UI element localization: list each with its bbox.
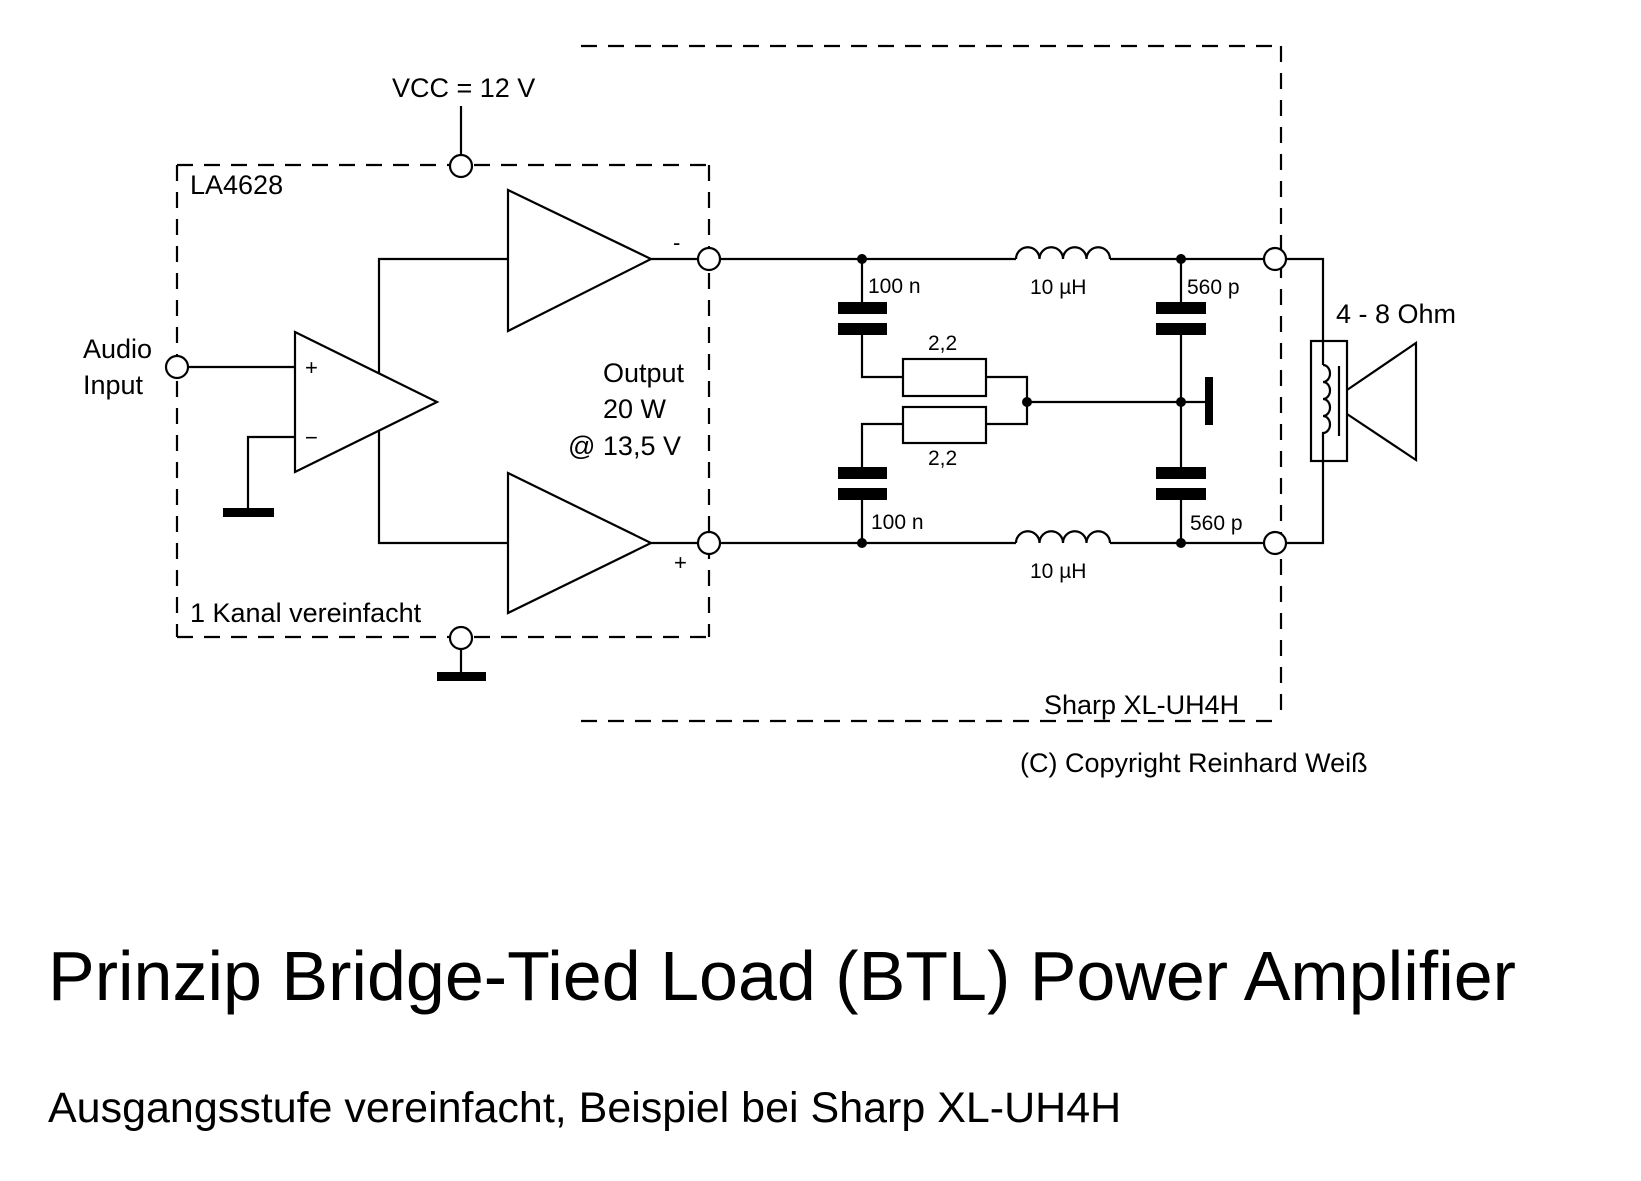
capacitor-top-right-label: 560 p — [1187, 276, 1240, 299]
input-label-line2: Input — [83, 370, 144, 400]
capacitor-top-left-label: 100 n — [868, 275, 921, 298]
ground-symbol — [223, 508, 274, 517]
inductor-bottom — [1014, 530, 1112, 544]
output-label-line1: Output — [603, 358, 685, 388]
speaker-icon — [1309, 339, 1418, 463]
output-terminal-minus — [696, 246, 722, 272]
capacitor-bottom-right-label: 560 p — [1190, 512, 1243, 535]
output-minus-sign: - — [673, 230, 680, 255]
page-title: Prinzip Bridge-Tied Load (BTL) Power Amp… — [48, 937, 1516, 1015]
input-label-line1: Audio — [83, 334, 152, 364]
ic-ground-terminal — [448, 625, 474, 651]
audio-input-terminal — [164, 354, 190, 380]
input-opamp — [293, 330, 440, 474]
vcc-supply — [448, 106, 474, 179]
top-output-rail — [720, 246, 1264, 261]
capacitor-bottom-left-label: 100 n — [871, 511, 924, 534]
ic-boundary — [175, 163, 711, 639]
device-boundary — [581, 44, 1283, 723]
device-label: Sharp XL-UH4H — [1044, 690, 1239, 720]
copyright-notice: (C) Copyright Reinhard Weiß — [1020, 748, 1368, 778]
inductor-top — [1014, 246, 1112, 260]
capacitor-bottom-right-plate-2 — [1156, 488, 1206, 500]
page-subtitle: Ausgangsstufe vereinfacht, Beispiel bei … — [48, 1084, 1121, 1132]
ic-ground-symbol — [437, 672, 486, 681]
capacitor-top-left-plate-1 — [838, 302, 887, 314]
speaker-terminal-bottom — [1262, 530, 1288, 556]
speaker-terminal-top — [1262, 246, 1288, 272]
inductor-top-label: 10 µH — [1030, 276, 1086, 299]
inductor-bottom-label: 10 µH — [1030, 560, 1086, 583]
capacitor-top-left-plate-2 — [838, 323, 887, 335]
chassis-ground-symbol — [1205, 377, 1213, 425]
output-label-line2: 20 W — [603, 394, 667, 424]
capacitor-top-right-plate-1 — [1156, 302, 1206, 314]
capacitor-bottom-left-plate-2 — [838, 488, 887, 500]
opamp-minus-sign: − — [305, 425, 318, 450]
resistor-bottom-label: 2,2 — [928, 447, 957, 470]
vcc-terminal — [448, 153, 474, 179]
output-amp-inverting — [506, 188, 654, 333]
capacitor-bottom-left-plate-1 — [838, 467, 887, 479]
ic-note: 1 Kanal vereinfacht — [190, 598, 422, 628]
vcc-label: VCC = 12 V — [392, 73, 535, 103]
speaker-impedance-label: 4 - 8 Ohm — [1336, 299, 1456, 329]
output-label-line3: @ 13,5 V — [568, 431, 681, 461]
output-terminal-plus — [696, 530, 722, 556]
resistor-bottom — [901, 405, 988, 445]
bottom-output-rail — [720, 530, 1264, 545]
ic-label: LA4628 — [190, 170, 283, 200]
opamp-plus-sign: + — [305, 355, 318, 380]
resistor-top — [901, 357, 988, 398]
output-amp-noninverting — [506, 471, 654, 615]
resistor-top-label: 2,2 — [928, 332, 957, 355]
output-plus-sign: + — [674, 550, 687, 575]
capacitor-top-right-plate-2 — [1156, 323, 1206, 335]
capacitor-bottom-right-plate-1 — [1156, 467, 1206, 479]
